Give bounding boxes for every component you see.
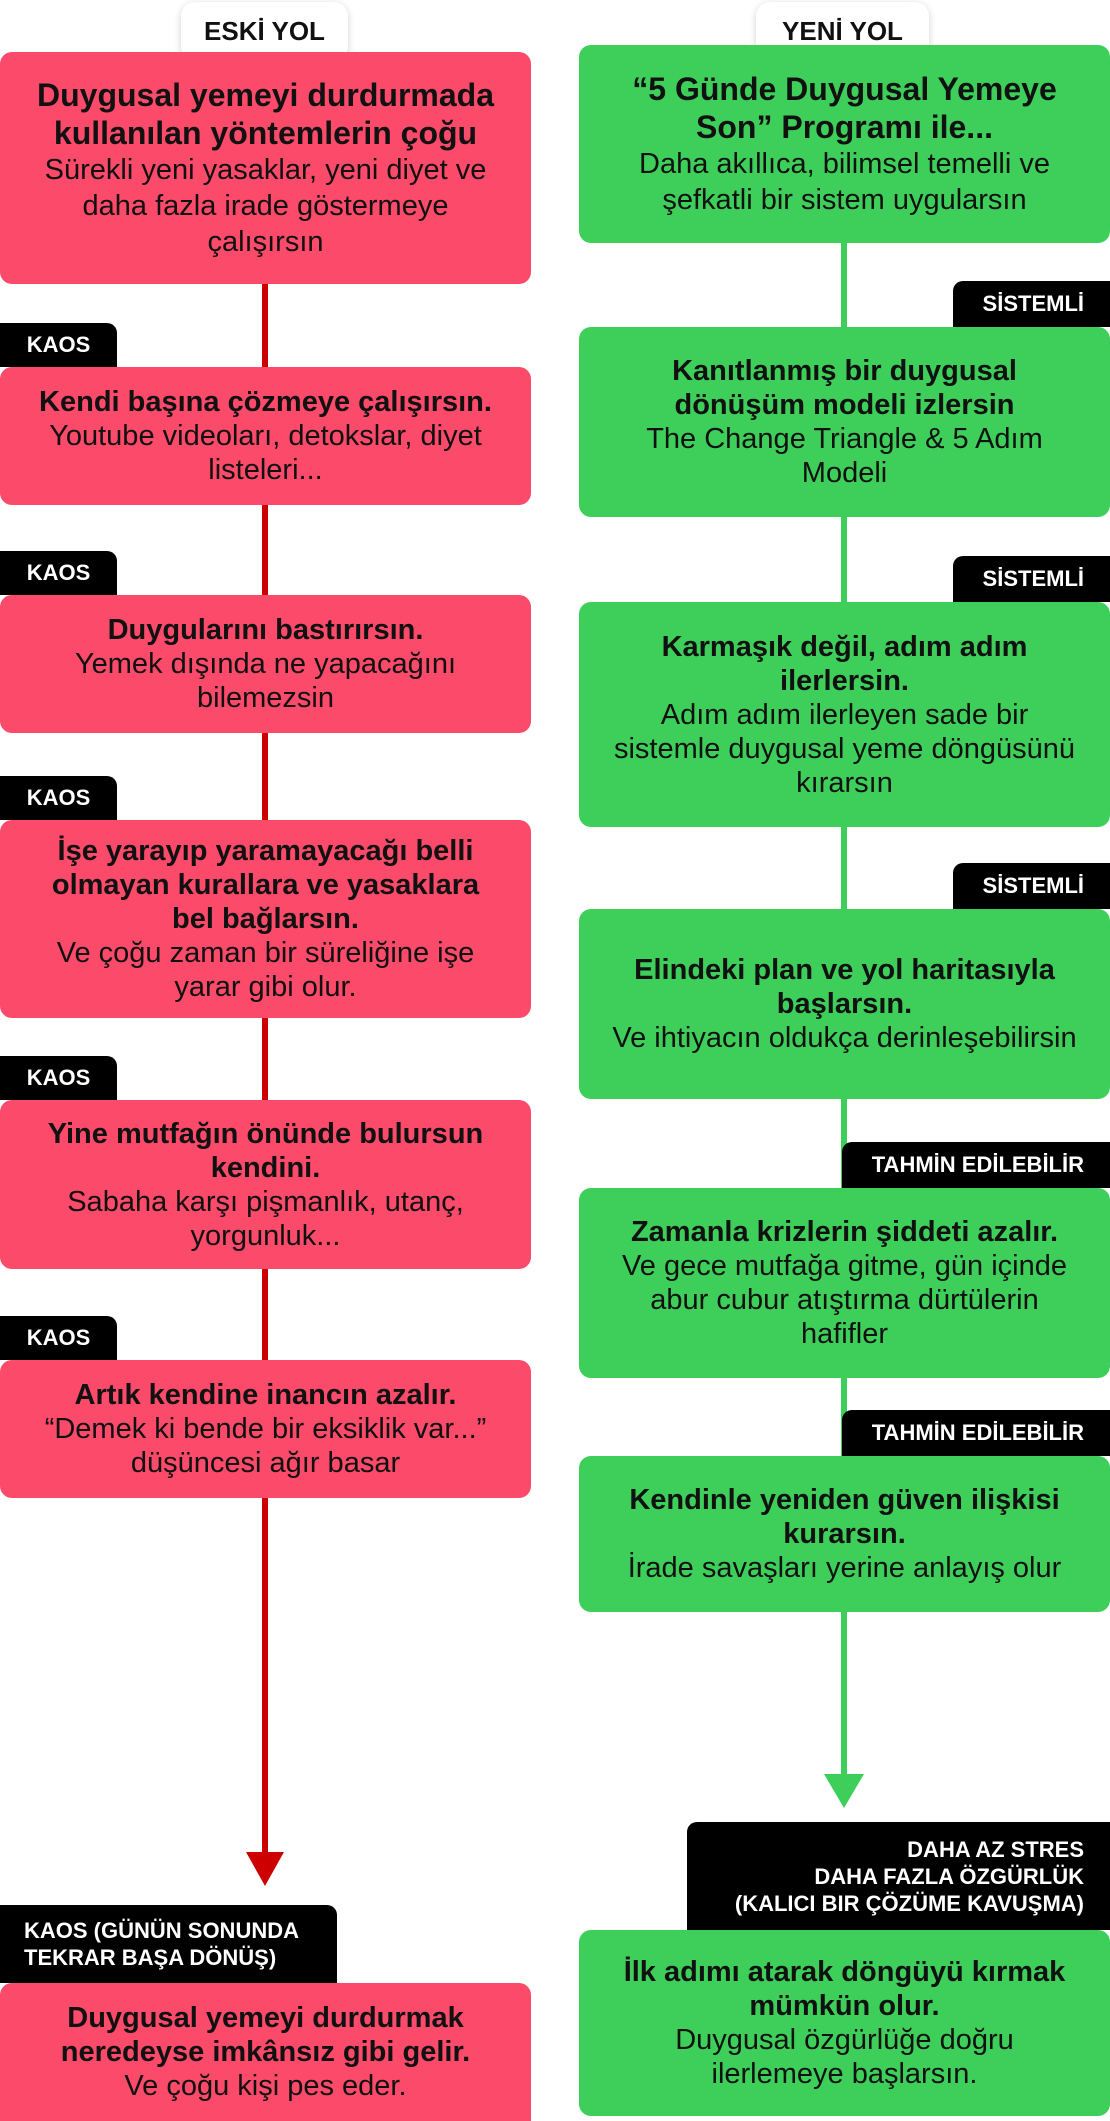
old-step-4-title: Yine mutfağın önünde bulursun kendini.: [47, 1117, 484, 1184]
old-step-5-subtitle: “Demek ki bende bir eksiklik var...” düş…: [44, 1413, 487, 1479]
new-final-tag-line-2: DAHA FAZLA ÖZGÜRLÜK: [814, 1863, 1084, 1889]
new-step-4-tag: TAHMİN EDİLEBİLİR: [842, 1142, 1110, 1188]
new-step-4-subtitle: Ve gece mutfağa gitme, gün içinde abur c…: [622, 1250, 1067, 1350]
new-final-tag: DAHA AZ STRES DAHA FAZLA ÖZGÜRLÜK (KALIC…: [687, 1822, 1110, 1930]
old-step-4-tag: KAOS: [0, 1056, 117, 1100]
new-step-3-title: Elindeki plan ve yol haritasıyla başlars…: [634, 954, 1055, 1020]
old-step-2-tag: KAOS: [0, 551, 117, 595]
new-step-3-subtitle: Ve ihtiyacın oldukça derinleşebilirsin: [612, 1022, 1077, 1054]
old-final-title: Duygusal yemeyi durdurmak neredeyse imkâ…: [60, 2002, 471, 2068]
old-step-1-tag: KAOS: [0, 323, 117, 367]
new-step-4-box: Zamanla krizlerin şiddeti azalır. Ve gec…: [579, 1188, 1110, 1378]
new-step-1-box: Kanıtlanmış bir duygusal dönüşüm modeli …: [579, 327, 1110, 517]
old-step-1-title: Kendi başına çözmeye çalışırsın.: [39, 386, 492, 418]
old-step-3-box: İşe yarayıp yaramayacağı belli olmayan k…: [0, 820, 531, 1018]
new-final-tag-line-1: DAHA AZ STRES: [907, 1836, 1084, 1862]
new-path-arrowhead: [824, 1774, 864, 1808]
old-step-2-subtitle: Yemek dışında ne yapacağını bilemezsin: [74, 648, 457, 714]
new-step-1-subtitle: The Change Triangle & 5 Adım Modeli: [646, 423, 1043, 489]
old-step-3-subtitle: Ve çoğu zaman bir süreliğine işe yarar g…: [56, 937, 475, 1003]
new-final-title: İlk adımı atarak döngüyü kırmak mümkün o…: [623, 1956, 1066, 2022]
old-intro-box: Duygusal yemeyi durdurmada kullanılan yö…: [0, 52, 531, 284]
old-step-4-box: Yine mutfağın önünde bulursun kendini. S…: [0, 1100, 531, 1269]
old-final-subtitle: Ve çoğu kişi pes eder.: [124, 2070, 407, 2102]
new-step-5-box: Kendinle yeniden güven ilişkisi kurarsın…: [579, 1456, 1110, 1612]
new-step-4-title: Zamanla krizlerin şiddeti azalır.: [630, 1216, 1059, 1248]
new-final-tag-line-3: (KALICI BIR ÇÖZÜME KAVUŞMA): [734, 1890, 1084, 1916]
old-step-5-tag: KAOS: [0, 1316, 117, 1360]
old-step-5-box: Artık kendine inancın azalır. “Demek ki …: [0, 1360, 531, 1498]
new-step-2-subtitle: Adım adım ilerleyen sade bir sistemle du…: [613, 698, 1076, 799]
new-intro-box: “5 Günde Duygusal Yemeye Son” Programı i…: [579, 45, 1110, 243]
old-intro-subtitle: Sürekli yeni yasaklar, yeni diyet ve dah…: [44, 154, 487, 258]
new-step-3-box: Elindeki plan ve yol haritasıyla başlars…: [579, 909, 1110, 1099]
old-step-3-tag: KAOS: [0, 776, 117, 820]
old-step-4-subtitle: Sabaha karşı pişmanlık, utanç, yorgunluk…: [67, 1185, 464, 1252]
new-step-2-tag: SİSTEMLİ: [953, 556, 1110, 602]
new-step-5-subtitle: İrade savaşları yerine anlayış olur: [627, 1552, 1062, 1584]
old-intro-title: Duygusal yemeyi durdurmada kullanılan yö…: [36, 77, 495, 151]
new-step-5-tag: TAHMİN EDİLEBİLİR: [842, 1410, 1110, 1456]
old-step-3-title: İşe yarayıp yaramayacağı belli olmayan k…: [51, 835, 480, 935]
old-step-2-title: Duygularını bastırırsın.: [107, 614, 424, 646]
new-step-3-tag: SİSTEMLİ: [953, 863, 1110, 909]
new-step-5-title: Kendinle yeniden güven ilişkisi kurarsın…: [629, 1484, 1060, 1550]
old-way-header: ESKİ YOL: [181, 2, 348, 60]
old-step-1-subtitle: Youtube videoları, detokslar, diyet list…: [49, 420, 482, 486]
new-step-1-tag: SİSTEMLİ: [953, 281, 1110, 327]
new-step-1-title: Kanıtlanmış bir duygusal dönüşüm modeli …: [672, 355, 1017, 421]
old-step-5-title: Artık kendine inancın azalır.: [74, 1379, 457, 1411]
old-final-tag: KAOS (GÜNÜN SONUNDA TEKRAR BAŞA DÖNÜŞ): [0, 1905, 337, 1983]
new-intro-title: “5 Günde Duygusal Yemeye Son” Programı i…: [632, 71, 1057, 145]
new-final-subtitle: Duygusal özgürlüğe doğru ilerlemeye başl…: [675, 2024, 1014, 2090]
new-step-2-box: Karmaşık değil, adım adım ilerlersin. Ad…: [579, 602, 1110, 827]
old-final-box: Duygusal yemeyi durdurmak neredeyse imkâ…: [0, 1983, 531, 2121]
old-final-tag-line-2: TEKRAR BAŞA DÖNÜŞ): [24, 1945, 277, 1970]
new-step-2-title: Karmaşık değil, adım adım ilerlersin.: [661, 630, 1028, 697]
old-step-2-box: Duygularını bastırırsın. Yemek dışında n…: [0, 595, 531, 733]
old-step-1-box: Kendi başına çözmeye çalışırsın. Youtube…: [0, 367, 531, 505]
new-intro-subtitle: Daha akıllıca, bilimsel temelli ve şefka…: [639, 148, 1050, 216]
old-path-arrowhead: [246, 1852, 284, 1886]
old-final-tag-line-1: KAOS (GÜNÜN SONUNDA: [24, 1918, 299, 1943]
new-final-box: İlk adımı atarak döngüyü kırmak mümkün o…: [579, 1930, 1110, 2116]
